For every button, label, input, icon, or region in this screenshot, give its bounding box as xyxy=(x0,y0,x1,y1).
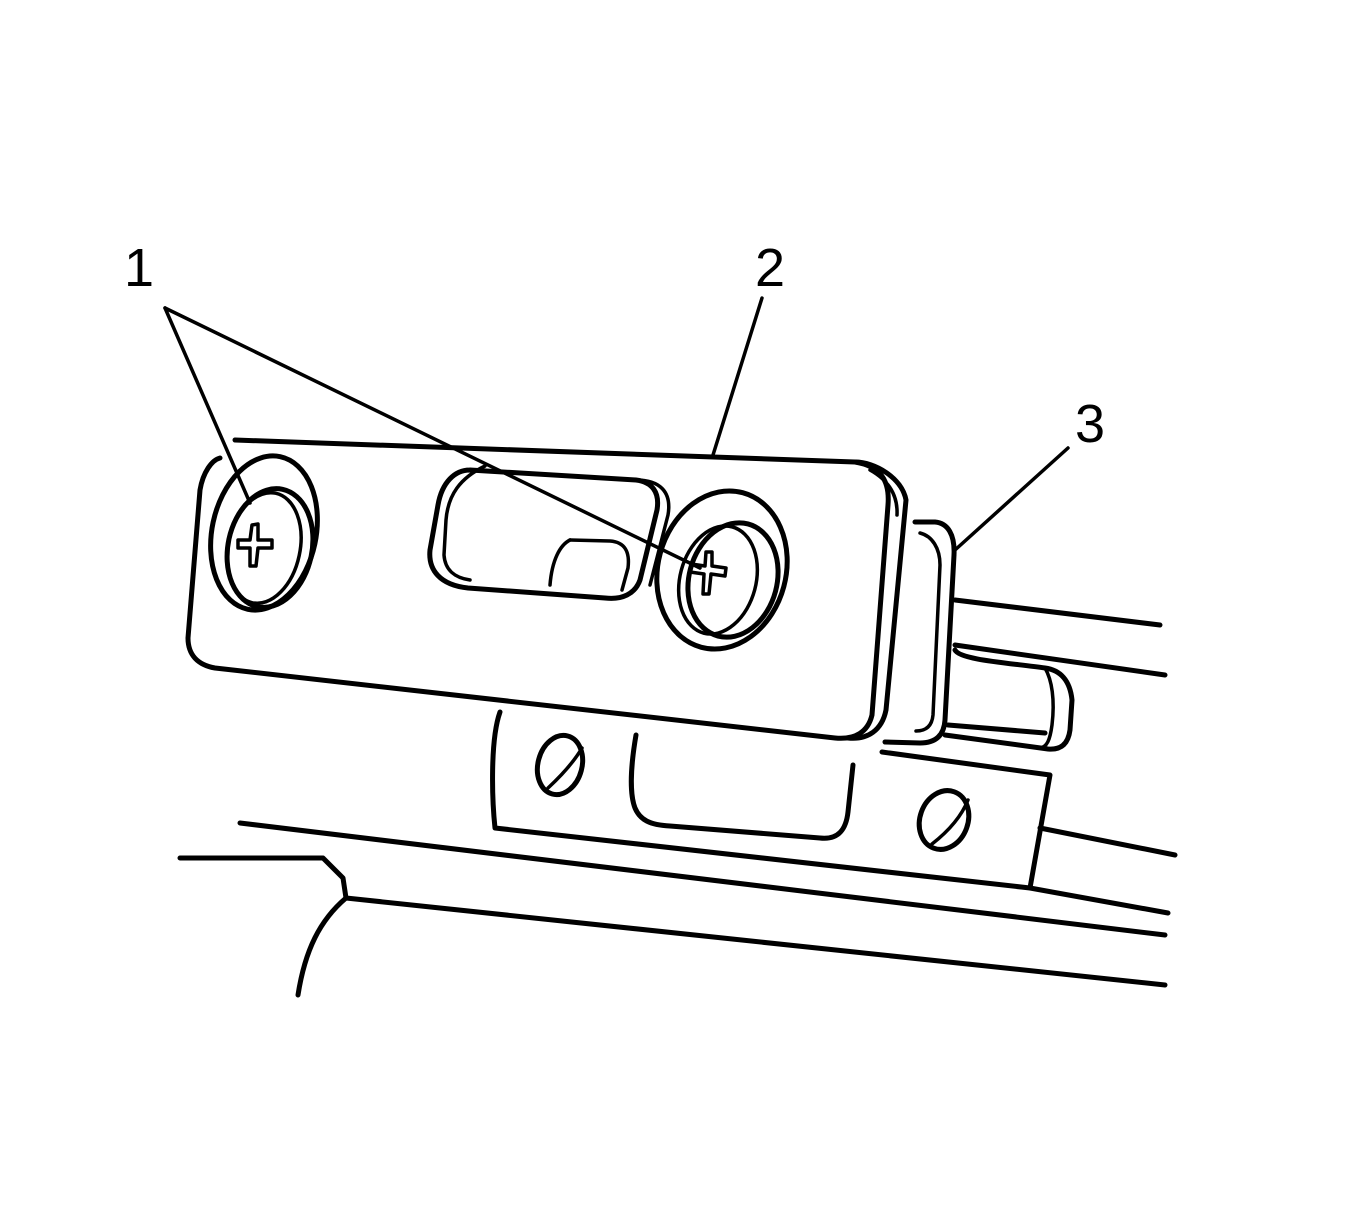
hinge-pin xyxy=(942,597,1168,752)
lower-hinge-bracket xyxy=(490,709,1053,891)
hinge-shim xyxy=(882,519,957,746)
plate-slot xyxy=(427,464,671,601)
hinge-plate xyxy=(185,437,909,741)
leader-lines xyxy=(163,296,1070,570)
bracket-hole-left xyxy=(534,732,586,798)
leader-3 xyxy=(953,446,1070,552)
bolt-right xyxy=(654,488,790,652)
leader-1a xyxy=(163,306,252,505)
bolt-left-cross xyxy=(236,522,274,568)
bracket-hole-right xyxy=(916,788,972,852)
leader-2 xyxy=(711,296,764,457)
body-panel xyxy=(177,820,1178,998)
bolt-left xyxy=(208,453,320,613)
callout-2: 2 xyxy=(755,238,785,298)
callout-1: 1 xyxy=(124,238,154,298)
leader-1b xyxy=(163,306,702,570)
callout-3: 3 xyxy=(1075,394,1105,454)
